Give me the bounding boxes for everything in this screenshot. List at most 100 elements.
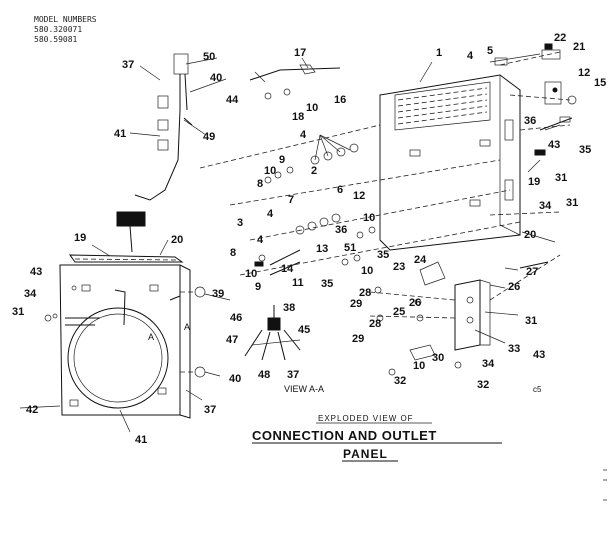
callout-40: 40: [210, 72, 222, 84]
callout-47: 47: [226, 334, 238, 346]
connection-panel-assembly: [199, 43, 577, 276]
callout-7: 7: [288, 194, 294, 206]
callout-30: 30: [432, 352, 444, 364]
callout-38: 38: [283, 302, 295, 314]
callout-10: 10: [245, 268, 257, 280]
model-numbers-block: MODEL NUMBERS 580.320071 580.59081: [34, 15, 97, 44]
callout-14: 14: [281, 263, 294, 275]
hose-valve-assembly: [134, 53, 193, 201]
callout-5: 5: [487, 45, 493, 57]
part-callouts: 37 50 40 44 41 49 17 18 10 16 1 4 5 22 2…: [12, 32, 606, 446]
callout-41: 41: [135, 434, 147, 446]
callout-16: 16: [334, 94, 346, 106]
callout-23: 23: [393, 261, 405, 273]
callout-32: 32: [477, 379, 489, 391]
callout-4: 4: [257, 234, 264, 246]
callout-12: 12: [353, 190, 365, 202]
callout-3: 3: [237, 217, 243, 229]
callout-48: 48: [258, 369, 270, 381]
callout-49: 49: [203, 131, 215, 143]
callout-20: 20: [524, 229, 536, 241]
callout-40: 40: [229, 373, 241, 385]
callout-15: 15: [594, 77, 606, 89]
view-a-a-label: VIEW A-A: [284, 384, 324, 394]
leader-lines: [19, 57, 561, 433]
view-a-a-detail: [244, 305, 301, 361]
section-mark-a-left: A: [184, 322, 190, 332]
callout-18: 18: [292, 111, 304, 123]
callout-37: 37: [204, 404, 216, 416]
callout-43: 43: [533, 349, 545, 361]
lower-terminal-row: [254, 213, 376, 276]
callout-46: 46: [230, 312, 242, 324]
callout-31: 31: [525, 315, 537, 327]
callout-9: 9: [255, 281, 261, 293]
callout-26: 26: [409, 297, 421, 309]
callout-25: 25: [393, 306, 405, 318]
callout-35: 35: [377, 249, 389, 261]
model-numbers-heading: MODEL NUMBERS: [34, 15, 97, 24]
callout-35: 35: [579, 144, 591, 156]
callout-8: 8: [257, 178, 263, 190]
callout-29: 29: [352, 333, 364, 345]
callout-29: 29: [350, 298, 362, 310]
callout-37: 37: [122, 59, 134, 71]
callout-21: 21: [573, 41, 585, 53]
caption-line-3: PANEL: [343, 447, 388, 461]
callout-31: 31: [12, 306, 24, 318]
callout-31: 31: [555, 172, 567, 184]
callout-43: 43: [548, 139, 560, 151]
callout-28: 28: [369, 318, 381, 330]
model-number-2: 580.59081: [34, 35, 78, 44]
callout-6: 6: [337, 184, 343, 196]
callout-33: 33: [508, 343, 520, 355]
callout-27: 27: [526, 266, 538, 278]
top-hose-assembly: [249, 64, 341, 100]
callout-11: 11: [292, 277, 304, 289]
callout-4: 4: [300, 129, 307, 141]
corner-code: c5: [533, 385, 542, 394]
callout-22: 22: [554, 32, 566, 44]
terminal-ring-chain: [264, 143, 359, 184]
callout-43: 43: [30, 266, 42, 278]
callout-32: 32: [394, 375, 406, 387]
model-number-1: 580.320071: [34, 25, 82, 34]
callout-10: 10: [264, 165, 276, 177]
callout-31: 31: [566, 197, 578, 209]
panel-vent-slots: [394, 81, 491, 131]
caption-line-2: CONNECTION AND OUTLET: [252, 428, 437, 443]
callout-17: 17: [294, 47, 306, 59]
callout-10: 10: [361, 265, 373, 277]
callout-10: 10: [306, 102, 318, 114]
callout-20: 20: [171, 234, 183, 246]
callout-39: 39: [212, 288, 224, 300]
callout-50: 50: [203, 51, 215, 63]
valve-bracket-assembly: [369, 254, 561, 376]
callout-34: 34: [482, 358, 495, 370]
callout-24: 24: [414, 254, 427, 266]
callout-10: 10: [363, 212, 375, 224]
callout-51: 51: [344, 242, 356, 254]
callout-4: 4: [467, 50, 474, 62]
callout-37: 37: [287, 369, 299, 381]
callout-9: 9: [279, 154, 285, 166]
callout-36: 36: [524, 115, 536, 127]
callout-10: 10: [413, 360, 425, 372]
callout-34: 34: [539, 200, 552, 212]
callout-4: 4: [267, 208, 274, 220]
callout-19: 19: [74, 232, 86, 244]
callout-2: 2: [311, 165, 317, 177]
callout-36: 36: [335, 224, 347, 236]
outlet-panel-assembly: [44, 211, 206, 419]
callout-41: 41: [114, 128, 126, 140]
callout-13: 13: [316, 243, 328, 255]
callout-42: 42: [26, 404, 38, 416]
callout-35: 35: [321, 278, 333, 290]
callout-1: 1: [436, 47, 442, 59]
callout-28: 28: [359, 287, 371, 299]
callout-12: 12: [578, 67, 590, 79]
callout-34: 34: [24, 288, 37, 300]
caption-line-1: EXPLODED VIEW OF: [318, 414, 414, 423]
callout-26: 26: [508, 281, 520, 293]
